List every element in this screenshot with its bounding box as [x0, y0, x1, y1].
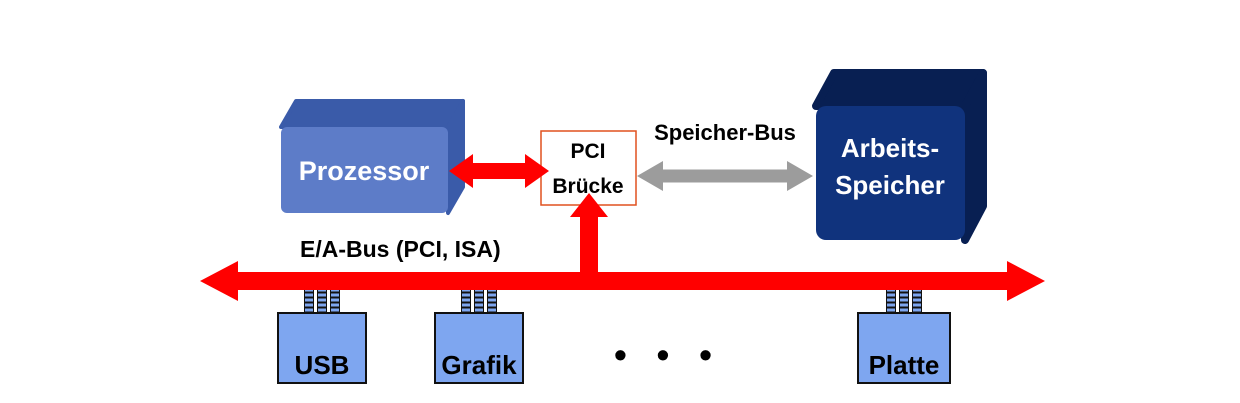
pci-bridge-label-line2: Brücke [552, 175, 623, 198]
connector-pin [474, 287, 484, 316]
connector-pin [330, 287, 340, 316]
arbeitsspeicher-label-line2: Speicher [835, 170, 945, 200]
connector-pin [317, 287, 327, 316]
usb-box [277, 312, 367, 384]
connector-pin [461, 287, 471, 316]
ea-bus-arrow [200, 261, 1045, 301]
platte-box [857, 312, 951, 384]
pci-bridge-label-line1: PCI [570, 140, 605, 163]
prozessor-label: Prozessor [299, 156, 430, 186]
connector-pin [304, 287, 314, 316]
grafik-connector-pins [461, 287, 497, 316]
arbeitsspeicher-label-line1: Arbeits- [841, 133, 939, 163]
grafik-label: Grafik [441, 350, 517, 380]
arbeitsspeicher-box-top-face [812, 69, 987, 110]
connector-pin [886, 287, 896, 316]
platte-label: Platte [869, 350, 940, 380]
connector-pin [899, 287, 909, 316]
arbeitsspeicher-box [812, 69, 987, 244]
ea-bus-label: E/A-Bus (PCI, ISA) [300, 236, 501, 262]
pci-bridge-box [540, 130, 637, 206]
prozessor-box-front-face [281, 127, 448, 213]
connector-pin [912, 287, 922, 316]
connector-pin [487, 287, 497, 316]
arbeitsspeicher-box-side-face [961, 69, 987, 244]
prozessor-box [279, 99, 465, 215]
usb-label: USB [295, 350, 350, 380]
ellipsis-dots: • • • [614, 334, 722, 375]
bridge-ea-bus-arrow [570, 193, 608, 281]
speicher-bus-label: Speicher-Bus [654, 120, 796, 145]
arbeitsspeicher-box-front-face [816, 106, 965, 240]
usb-connector-pins [304, 287, 340, 316]
speicher-bus-arrow [637, 161, 813, 191]
grafik-box [434, 312, 524, 384]
prozessor-box-top-face [279, 99, 465, 129]
prozessor-bridge-arrow [449, 154, 549, 188]
platte-connector-pins [886, 287, 922, 316]
